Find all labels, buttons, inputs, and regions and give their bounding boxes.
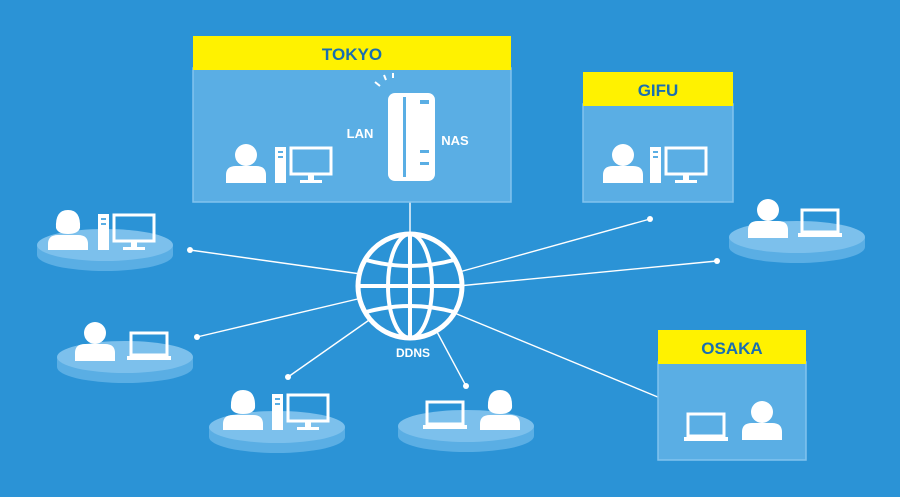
gifu-title: GIFU [638, 81, 679, 100]
remote-user-bottom-mid [398, 390, 534, 452]
tokyo-header [193, 36, 511, 70]
line-right-top [457, 260, 718, 287]
remote-user-left-top [37, 210, 173, 271]
site-tokyo: TOKYO LAN NAS [192, 36, 512, 203]
line-gifu [451, 218, 651, 275]
person-icon [480, 390, 520, 430]
remote-user-left-mid [57, 322, 193, 383]
osaka-header [658, 330, 806, 364]
gifu-header [583, 72, 733, 106]
globe-icon [355, 231, 465, 341]
nas-label: NAS [441, 133, 469, 148]
site-gifu: GIFU [582, 72, 734, 203]
remote-user-bottom-left [209, 390, 345, 453]
person-icon [223, 390, 263, 430]
nas-icon [374, 73, 435, 181]
person-icon [748, 199, 788, 238]
osaka-panel [657, 361, 807, 461]
line-left-mid [196, 296, 367, 338]
site-osaka: OSAKA [657, 330, 807, 461]
line-bottom-mid [435, 329, 467, 387]
tokyo-title: TOKYO [322, 45, 382, 64]
line-osaka [451, 311, 666, 401]
remote-user-right-top [729, 199, 865, 263]
ddns-label: DDNS [396, 346, 430, 360]
line-bottom-left [287, 317, 373, 378]
lan-label: LAN [347, 126, 374, 141]
connection-lines [189, 137, 718, 401]
osaka-title: OSAKA [701, 339, 762, 358]
line-left-top [189, 249, 369, 276]
